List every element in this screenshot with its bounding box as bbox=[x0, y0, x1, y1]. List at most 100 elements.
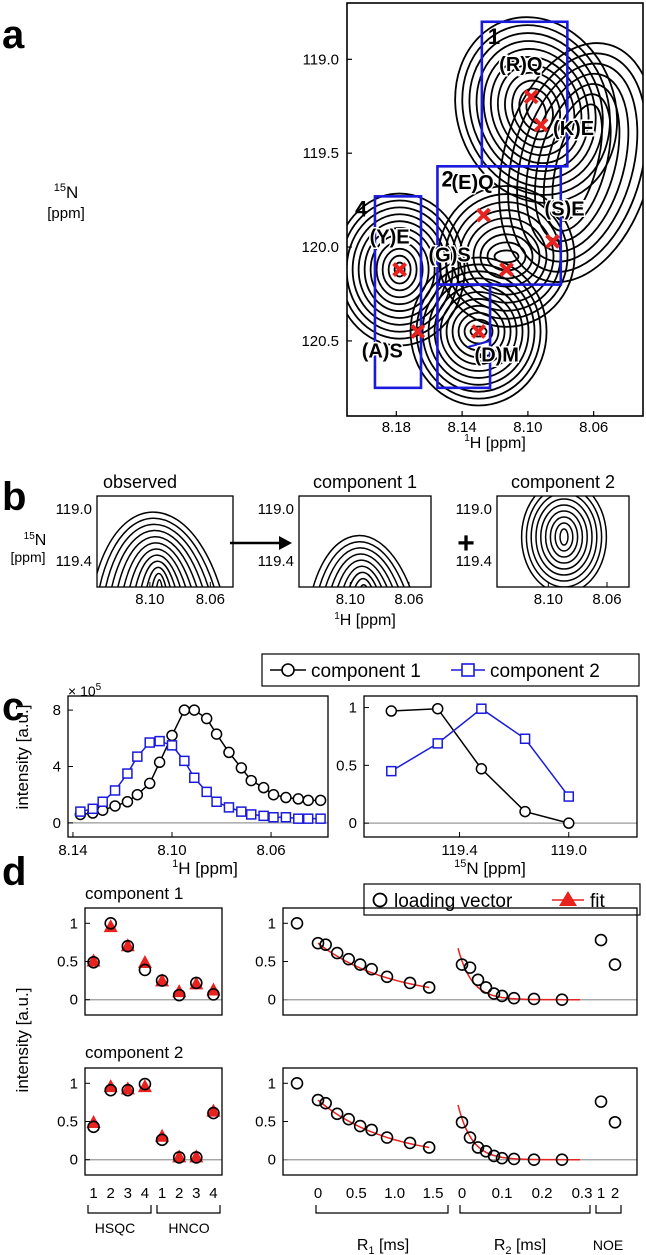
loading-point bbox=[311, 1093, 325, 1107]
loading-point bbox=[365, 1123, 378, 1137]
b-x-tick-label: 8.10 bbox=[336, 591, 365, 608]
observed-contours bbox=[97, 511, 221, 587]
region-label-1: 1 bbox=[488, 24, 500, 49]
contour-ridge-right bbox=[542, 93, 612, 232]
y-tick-label: 0 bbox=[70, 1152, 78, 1169]
b-frame-component-2 bbox=[496, 495, 630, 588]
y-axis-unit: [ppm] bbox=[47, 205, 85, 222]
x-tick-label: 8.14 bbox=[448, 419, 477, 436]
contour-line bbox=[525, 496, 603, 587]
contour-peak-d-m bbox=[427, 277, 530, 386]
peak-marker bbox=[476, 207, 491, 223]
data-point bbox=[210, 728, 223, 740]
d-x-tick-label: 2 bbox=[107, 1185, 115, 1202]
group-label-hsqc: HSQC bbox=[95, 1220, 135, 1236]
data-point bbox=[211, 796, 222, 807]
c-x-axis-label-15n: 15N [ppm] bbox=[454, 858, 526, 878]
data-point bbox=[476, 703, 487, 714]
loading-point bbox=[87, 955, 100, 969]
group-label-hnco: HNCO bbox=[168, 1220, 209, 1236]
fit-marker bbox=[206, 1103, 221, 1117]
contour-peak-y-e bbox=[347, 199, 460, 340]
y-tick-label: 120.5 bbox=[301, 333, 339, 350]
noe-tick-label: 2 bbox=[611, 1185, 619, 1202]
b-x-axis-label: 1H [ppm] bbox=[334, 611, 396, 629]
y-tick-label: 1 bbox=[349, 700, 357, 717]
noe-point bbox=[594, 933, 608, 947]
d-legend-marker-circle bbox=[372, 892, 388, 908]
loading-point bbox=[190, 976, 203, 990]
contour-line bbox=[135, 554, 181, 587]
peak-marker bbox=[533, 117, 549, 133]
data-point bbox=[563, 817, 575, 829]
contour-line bbox=[520, 496, 608, 587]
data-point bbox=[302, 813, 314, 824]
y-tick-label: 0.5 bbox=[336, 757, 357, 774]
bracket-r1 bbox=[315, 1205, 449, 1214]
loading-point bbox=[138, 963, 152, 977]
contour-line bbox=[530, 496, 598, 582]
loading-point bbox=[380, 970, 394, 984]
panel-d-loading-vectors: component 1 component 2 loading vector f… bbox=[13, 883, 641, 1255]
b-x-tick-label: 8.10 bbox=[135, 591, 164, 608]
data-point bbox=[122, 768, 133, 779]
y-tick-label: 0.5 bbox=[57, 1114, 78, 1131]
peak-marker bbox=[392, 262, 408, 277]
loading-point bbox=[207, 988, 220, 1001]
y-tick-label: 0 bbox=[268, 992, 276, 1009]
contour-peak-d-m bbox=[421, 270, 536, 393]
d-bottom-labels: HSQC HNCO R1 [ms] R2 [ms] NOE bbox=[95, 1220, 623, 1255]
peak-markers: (R)Q(K)E(E)Q(S)E(G)S(Y)E(A)S(D)M bbox=[360, 52, 595, 368]
contour-peak-r-q bbox=[489, 55, 583, 165]
noe-point bbox=[594, 1095, 608, 1108]
contour-peak-r-q bbox=[497, 63, 576, 157]
noe-point bbox=[608, 1115, 622, 1129]
data-point bbox=[75, 806, 86, 817]
loading-point bbox=[353, 958, 367, 971]
loading-point bbox=[463, 1131, 477, 1144]
contour-line bbox=[129, 548, 187, 587]
legend-marker-circle bbox=[281, 663, 295, 677]
b-frame-component-1 bbox=[298, 495, 432, 588]
r1-tick-label: 0 bbox=[314, 1185, 322, 1202]
region-3-leader bbox=[467, 339, 491, 348]
loading-point bbox=[353, 1119, 367, 1133]
x-tick-label: 8.10 bbox=[157, 842, 186, 859]
fit-marker bbox=[172, 1149, 187, 1163]
contour-peak-y-e bbox=[387, 254, 412, 285]
data-point bbox=[280, 812, 292, 823]
peak-marker bbox=[471, 324, 486, 339]
bracket-hsqc bbox=[87, 1205, 152, 1214]
loading-point bbox=[172, 988, 186, 1002]
contour-peak-g-s bbox=[465, 217, 548, 296]
contour-line bbox=[544, 510, 584, 564]
loading-point bbox=[555, 993, 569, 1007]
panel-label-a: a bbox=[2, 13, 25, 57]
contour-peak-r-q bbox=[461, 24, 611, 196]
contour-line bbox=[549, 516, 579, 558]
data-point bbox=[385, 705, 398, 717]
contour-peak-r-q bbox=[482, 48, 590, 172]
contour-line bbox=[535, 498, 593, 576]
data-point bbox=[293, 813, 304, 824]
d-legend: loading vector fit bbox=[363, 883, 641, 916]
noe-point bbox=[608, 958, 622, 971]
peak-label: (Y)E bbox=[370, 227, 410, 249]
data-point bbox=[189, 772, 200, 784]
b-y-tick-label: 119.4 bbox=[456, 553, 492, 570]
contour-peak-y-e bbox=[381, 247, 418, 292]
data-point bbox=[166, 740, 178, 751]
y-tick-label: 0.5 bbox=[255, 1114, 276, 1131]
data-point bbox=[154, 735, 165, 747]
data-point bbox=[292, 793, 305, 805]
fit-curve-r1 bbox=[317, 1099, 430, 1149]
d-title-component-1: component 1 bbox=[85, 884, 183, 903]
data-point bbox=[257, 781, 270, 794]
d-y-axis-label: intensity [a.u.] bbox=[13, 988, 32, 1093]
x-tick-label: 8.18 bbox=[382, 419, 411, 436]
contour-peak-d-m bbox=[409, 256, 548, 407]
contour-line bbox=[330, 553, 394, 587]
contour-line bbox=[354, 577, 373, 587]
